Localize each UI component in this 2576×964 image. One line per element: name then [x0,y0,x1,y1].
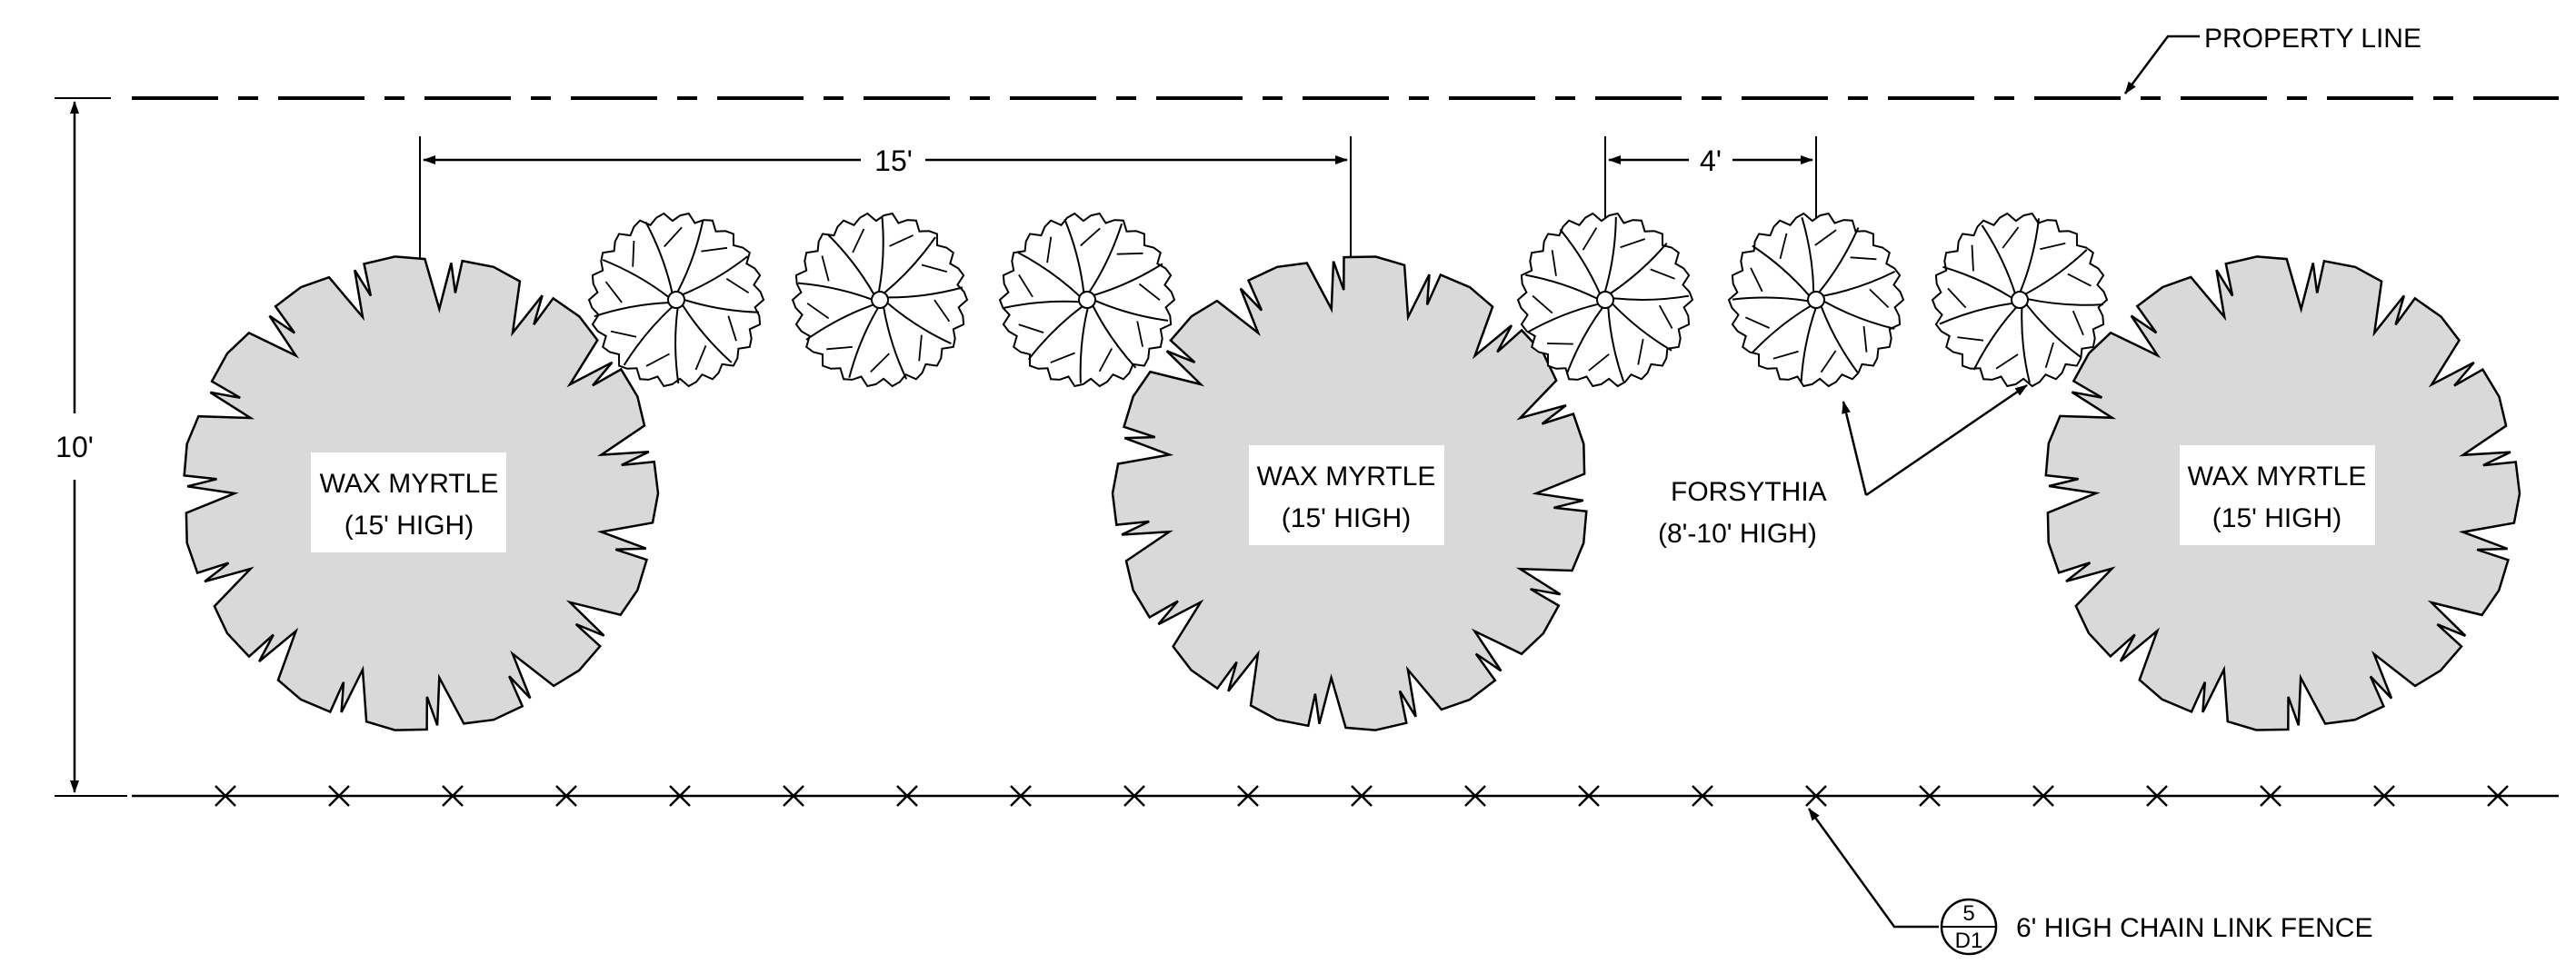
forsythia-name: FORSYTHIA [1671,477,1827,507]
forsythia-shrub [1727,212,1905,388]
forsythia-shrub [791,212,969,388]
wax-myrtle-height: (15' HIGH) [1282,503,1411,533]
fence-post-mark [328,785,350,807]
detail-number: 5 [1962,901,1974,926]
wax-myrtle: WAX MYRTLE (15' HIGH) [1111,255,1588,731]
fence-post-mark [783,785,804,807]
fence-callout: 5 D1 6' HIGH CHAIN LINK FENCE [1807,808,2372,956]
fence-post-marks [215,785,2509,807]
property-line-callout: PROPERTY LINE [2123,24,2421,94]
fence-post-mark [442,785,464,807]
fence-post-mark [1123,785,1145,807]
fence-post-mark [1805,785,1827,807]
fence-post-mark [1578,785,1600,807]
property-line-label: PROPERTY LINE [2204,24,2421,54]
fence-post-mark [2260,785,2281,807]
forsythia-shrub [1516,212,1694,388]
wax-myrtle-name: WAX MYRTLE [2188,462,2367,492]
fence-post-mark [2032,785,2054,807]
fence-post-mark [555,785,577,807]
detail-reference-bubble: 5 D1 [1940,898,1998,956]
wax-myrtle-name: WAX MYRTLE [320,469,499,499]
forsythia-shrub [587,212,765,388]
fence-post-mark [2487,785,2509,807]
fence-post-mark [1351,785,1373,807]
forsythia-spacing-text: 4' [1700,144,1722,177]
chain-link-fence [132,785,2559,807]
myrtle-spacing-dimension: 15' [419,136,1352,289]
fence-post-mark [215,785,236,807]
fence-label: 6' HIGH CHAIN LINK FENCE [2016,913,2372,943]
fence-post-mark [1692,785,1713,807]
fence-post-mark [1919,785,1941,807]
wax-myrtle: WAX MYRTLE (15' HIGH) [2044,255,2521,731]
forsythia-height: (8'-10' HIGH) [1658,519,1817,549]
depth-dimension: 10' [55,97,127,797]
fence-post-mark [1010,785,1032,807]
fence-post-mark [2373,785,2395,807]
forsythia-shrub [1931,212,2109,388]
myrtle-spacing-text: 15' [874,144,913,177]
fence-post-mark [2146,785,2168,807]
wax-myrtle-height: (15' HIGH) [344,511,474,541]
detail-sheet: D1 [1955,929,1983,953]
fence-post-mark [1237,785,1259,807]
fence-post-mark [669,785,691,807]
wax-myrtle-name: WAX MYRTLE [1257,462,1436,492]
forsythia-shrub [998,212,1176,388]
wax-myrtle-height: (15' HIGH) [2212,503,2341,533]
fence-post-mark [896,785,918,807]
wax-myrtle: WAX MYRTLE (15' HIGH) [183,255,660,731]
depth-dimension-text: 10' [55,431,94,463]
forsythia-callout: FORSYTHIA (8'-10' HIGH) [1658,383,2028,549]
fence-post-mark [1464,785,1486,807]
